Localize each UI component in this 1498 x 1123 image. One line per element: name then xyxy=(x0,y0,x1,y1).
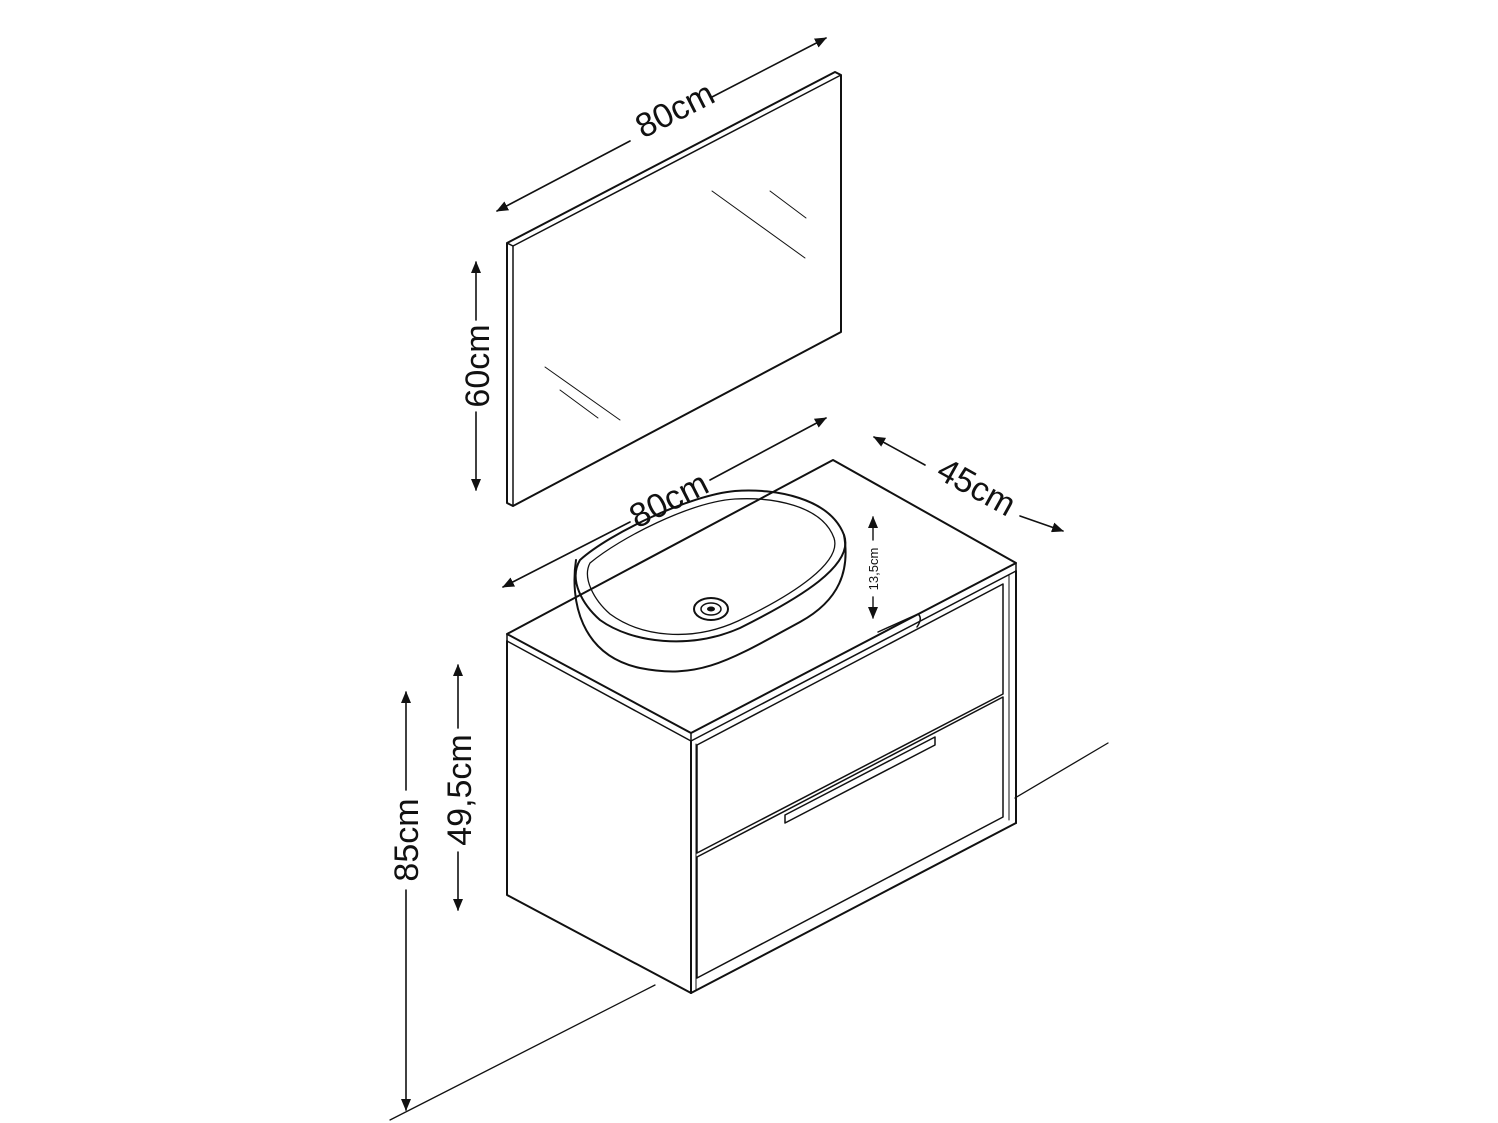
mirror-height-label: 60cm xyxy=(459,324,497,407)
dimension-lines xyxy=(401,37,1064,1111)
cabinet-height-label: 49,5cm xyxy=(441,734,479,846)
basin xyxy=(573,489,847,673)
mirror xyxy=(506,71,842,507)
floor-lines xyxy=(389,742,1109,1121)
mirror-width-label: 80cm xyxy=(629,74,720,146)
cabinet xyxy=(506,459,1017,994)
cabinet-depth-label: 45cm xyxy=(931,451,1022,525)
basin-height-label: 13,5cm xyxy=(866,548,881,591)
cabinet-width-label: 80cm xyxy=(623,464,714,536)
total-height-label: 85cm xyxy=(388,798,426,881)
